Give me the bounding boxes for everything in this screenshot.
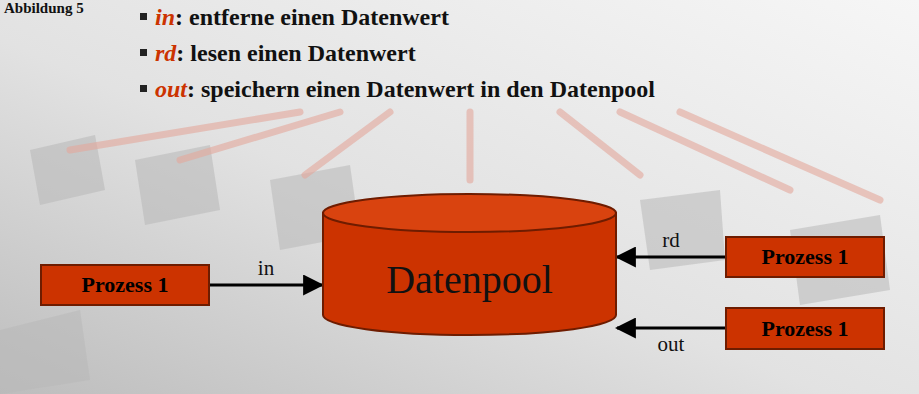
operation-description: : lesen einen Datenwert xyxy=(176,40,415,66)
operation-keyword: out xyxy=(155,76,187,102)
process-label: Prozess 1 xyxy=(82,272,169,298)
process-box: Prozess 1 xyxy=(725,236,885,278)
pool-label: Datenpool xyxy=(386,256,553,303)
operation-description: : speichern einen Datenwert in den Daten… xyxy=(187,76,655,102)
cylinder-top xyxy=(323,194,616,232)
edge-label: out xyxy=(658,332,685,357)
process-label: Prozess 1 xyxy=(762,244,849,270)
operation-description: : entferne einen Datenwert xyxy=(175,4,449,30)
edge-label: rd xyxy=(662,228,680,253)
bullet-square xyxy=(140,85,147,92)
operation-keyword: rd xyxy=(155,40,176,66)
bullet-item: rd: lesen einen Datenwert xyxy=(140,40,416,67)
bullet-item: out: speichern einen Datenwert in den Da… xyxy=(140,76,655,103)
operation-keyword: in xyxy=(155,4,175,30)
access-arrow xyxy=(617,256,725,259)
edge-label: in xyxy=(258,256,274,281)
data-pool-cylinder: Datenpool xyxy=(322,193,617,335)
figure-title: Abbildung 5 xyxy=(4,0,84,17)
bullet-item: in: entferne einen Datenwert xyxy=(140,4,449,31)
faded-arrows xyxy=(70,112,880,200)
process-box: Prozess 1 xyxy=(40,264,210,306)
process-box: Prozess 1 xyxy=(725,307,885,350)
access-arrow xyxy=(617,327,725,330)
bullet-square xyxy=(140,13,147,20)
process-label: Prozess 1 xyxy=(762,316,849,342)
access-arrow xyxy=(210,284,322,287)
bullet-square xyxy=(140,49,147,56)
